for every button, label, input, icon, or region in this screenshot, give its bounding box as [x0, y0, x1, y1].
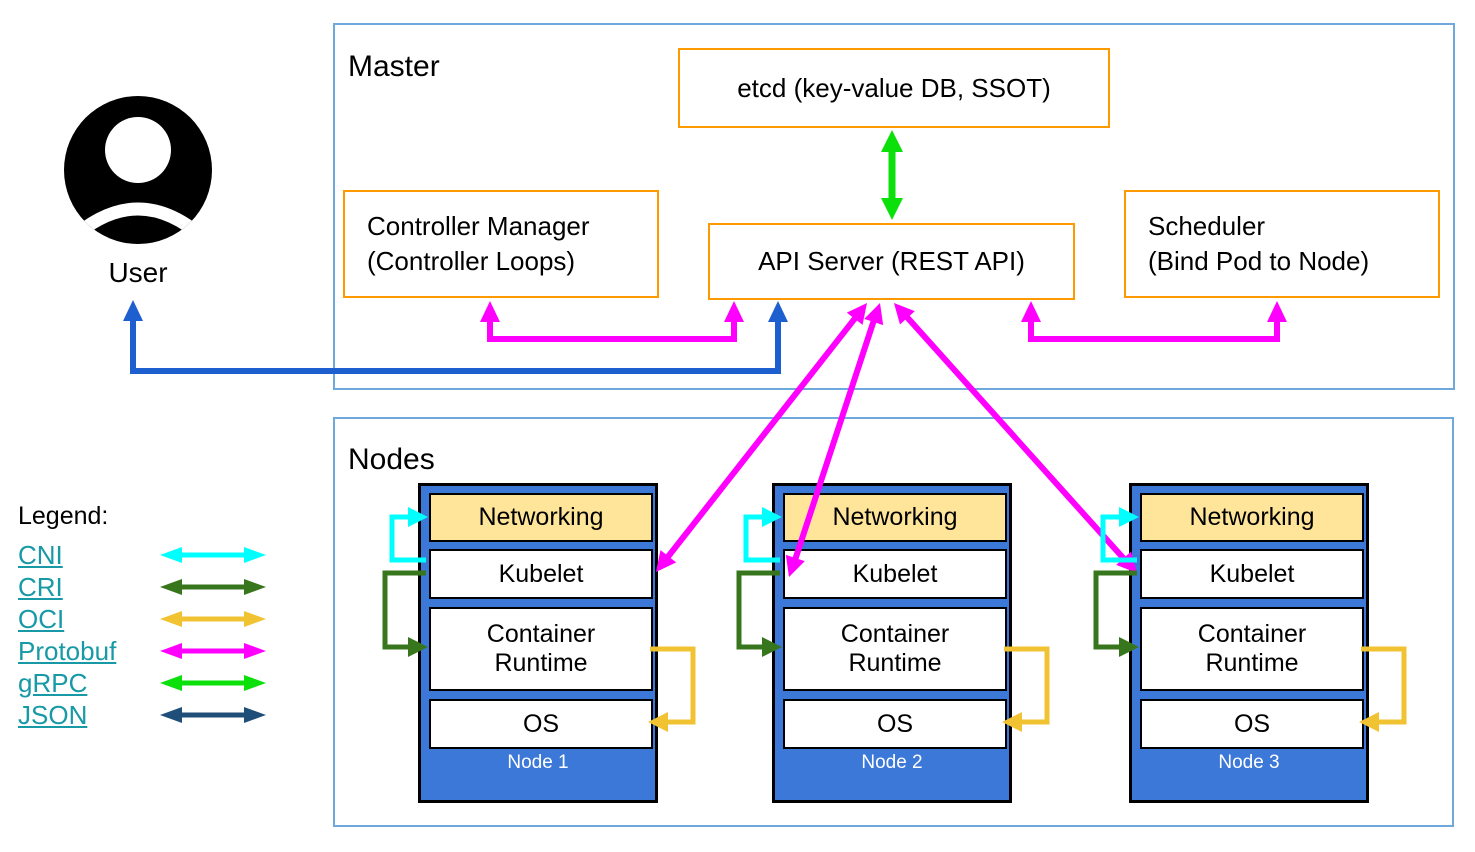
controller-manager-label-line2: (Controller Loops) — [367, 246, 576, 276]
api-server-label: API Server (REST API) — [758, 246, 1025, 276]
node-1-networking-box: Networking — [429, 493, 653, 542]
node-1-container-runtime-label: Container Runtime — [486, 620, 596, 677]
nodes-label: Nodes — [348, 443, 435, 476]
node-2-kubelet-box: Kubelet — [783, 549, 1007, 599]
user-icon — [64, 96, 212, 244]
node-1-caption: Node 1 — [507, 752, 569, 773]
legend-link-grpc[interactable]: gRPC — [18, 667, 88, 698]
node-3-networking-label: Networking — [1189, 503, 1315, 531]
node-3-kubelet-label: Kubelet — [1209, 559, 1295, 588]
node-2-os-label: OS — [876, 709, 914, 738]
master-container-box — [333, 23, 1455, 390]
legend: Legend: CNI CRI OCI Protobuf — [18, 502, 268, 731]
node-2: Networking Kubelet Container Runtime OS … — [772, 483, 1012, 803]
node-1-container-runtime-box: Container Runtime — [429, 607, 653, 691]
node-3-os-label: OS — [1233, 709, 1271, 738]
node-1: Networking Kubelet Container Runtime OS … — [418, 483, 658, 803]
json-arrow-icon — [160, 707, 266, 723]
legend-row-protobuf: Protobuf — [18, 635, 268, 667]
nodes-container-box — [333, 417, 1454, 827]
etcd-label: etcd (key-value DB, SSOT) — [737, 72, 1051, 103]
node-1-kubelet-box: Kubelet — [429, 549, 653, 599]
controller-manager-box: Controller Manager (Controller Loops) — [343, 190, 659, 298]
node-1-networking-label: Networking — [478, 503, 604, 531]
node-3-networking-box: Networking — [1140, 493, 1364, 542]
legend-title: Legend: — [18, 502, 109, 530]
legend-link-protobuf[interactable]: Protobuf — [18, 635, 117, 666]
legend-link-json[interactable]: JSON — [18, 699, 88, 730]
controller-manager-label-line1: Controller Manager — [367, 211, 590, 241]
node-2-networking-label: Networking — [832, 503, 958, 531]
protobuf-arrow-icon — [160, 643, 266, 659]
node-3-os-box: OS — [1140, 699, 1364, 749]
node-1-os-box: OS — [429, 699, 653, 749]
user-label: User — [108, 257, 168, 288]
node-1-os-label: OS — [522, 709, 560, 738]
api-server-box: API Server (REST API) — [708, 223, 1075, 300]
oci-arrow-icon — [160, 611, 266, 627]
node-3-container-runtime-label: Container Runtime — [1197, 620, 1307, 677]
node-3-container-runtime-box: Container Runtime — [1140, 607, 1364, 691]
master-label: Master — [348, 50, 440, 83]
node-2-kubelet-label: Kubelet — [852, 559, 938, 588]
legend-link-cni[interactable]: CNI — [18, 539, 63, 570]
cni-arrow-icon — [160, 547, 266, 563]
grpc-arrow-icon — [160, 675, 266, 691]
scheduler-label-line2: (Bind Pod to Node) — [1148, 246, 1370, 276]
node-2-networking-box: Networking — [783, 493, 1007, 542]
legend-row-cni: CNI — [18, 539, 268, 571]
legend-row-json: JSON — [18, 699, 268, 731]
node-2-caption: Node 2 — [861, 752, 923, 773]
node-2-os-box: OS — [783, 699, 1007, 749]
node-3-kubelet-box: Kubelet — [1140, 549, 1364, 599]
user-figure: User — [60, 92, 216, 302]
node-1-kubelet-label: Kubelet — [498, 559, 584, 588]
scheduler-label-line1: Scheduler — [1148, 211, 1266, 241]
cri-arrow-icon — [160, 579, 266, 595]
node-2-container-runtime-label: Container Runtime — [840, 620, 950, 677]
etcd-box: etcd (key-value DB, SSOT) — [678, 48, 1110, 128]
legend-row-oci: OCI — [18, 603, 268, 635]
legend-row-cri: CRI — [18, 571, 268, 603]
scheduler-box: Scheduler (Bind Pod to Node) — [1124, 190, 1440, 298]
legend-link-cri[interactable]: CRI — [18, 571, 63, 602]
legend-link-oci[interactable]: OCI — [18, 603, 65, 634]
node-3: Networking Kubelet Container Runtime OS … — [1129, 483, 1369, 803]
node-3-caption: Node 3 — [1218, 752, 1280, 773]
legend-row-grpc: gRPC — [18, 667, 268, 699]
node-2-container-runtime-box: Container Runtime — [783, 607, 1007, 691]
